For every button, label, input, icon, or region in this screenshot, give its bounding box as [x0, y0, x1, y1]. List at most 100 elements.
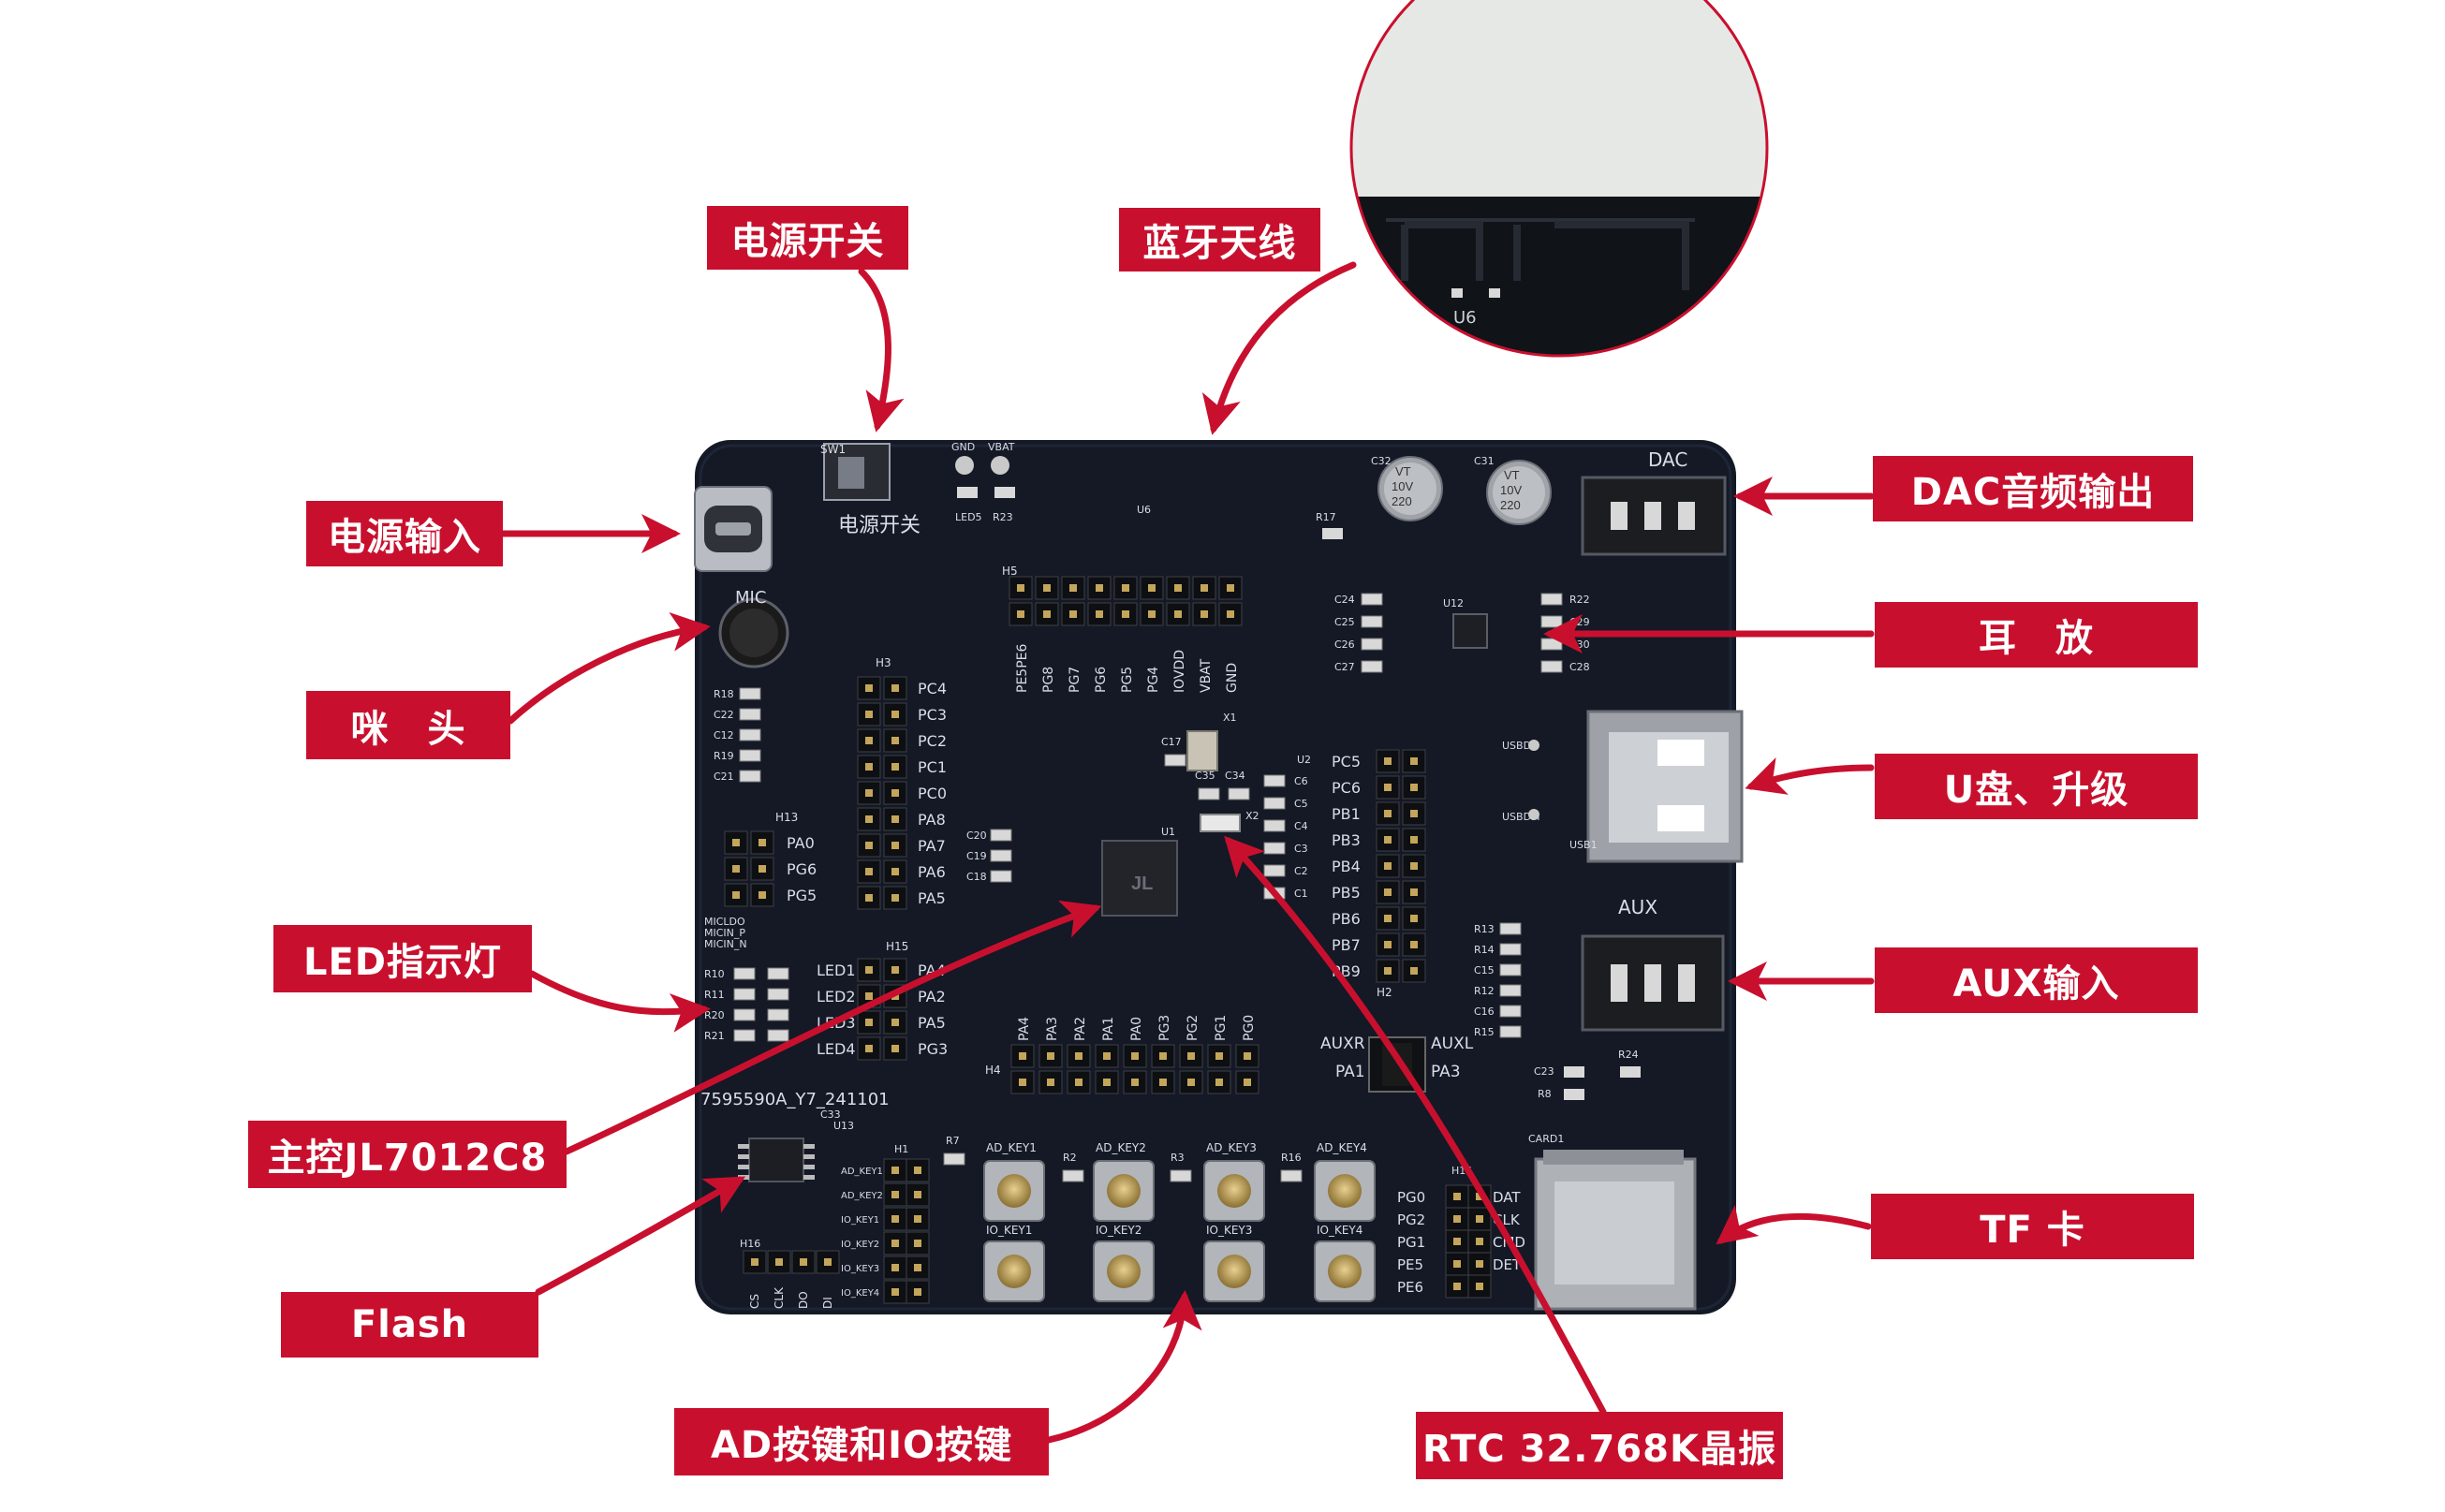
h4-pin-b-tip — [1047, 1079, 1054, 1086]
h15-pin-a-tip — [865, 1045, 873, 1052]
gnd-pad — [955, 456, 974, 475]
h15-pin-a-tip — [865, 1019, 873, 1026]
h2-pin-b-tip — [1410, 862, 1418, 870]
board-version: 7595590A_Y7_241101 — [700, 1090, 890, 1109]
sw-ref: SW1 — [820, 443, 846, 456]
tf-card-slot[interactable] — [1534, 1150, 1697, 1311]
led-res-r10: R10 — [704, 968, 725, 980]
left-comp-c12: C12 — [714, 729, 734, 741]
h4-pin-a — [1207, 1044, 1231, 1068]
h14-right-det: DET — [1493, 1256, 1522, 1273]
h13-pin-a-tip — [732, 891, 740, 899]
h5-pin-a-tip — [1096, 584, 1103, 592]
xcap-c34: C34 — [1225, 770, 1245, 782]
h14-label-pe6: PE6 — [1397, 1279, 1423, 1296]
h1-pin-a-tip — [891, 1167, 899, 1174]
led-smd — [767, 967, 789, 980]
header-h1: AD_KEY1AD_KEY2IO_KEY1IO_KEY2IO_KEY3IO_KE… — [841, 1158, 930, 1304]
ad-key-label-1: AD_KEY1 — [986, 1141, 1037, 1154]
h5-pin-a-tip — [1174, 584, 1182, 592]
rtc-cap-smd — [1263, 797, 1286, 810]
io-key-button-1[interactable] — [983, 1240, 1045, 1302]
h3-pin-a — [857, 781, 881, 805]
h14-label-pg0: PG0 — [1397, 1189, 1425, 1206]
io-key-button-3[interactable] — [1203, 1240, 1265, 1302]
h16-label-cs: CS — [748, 1294, 761, 1309]
u13-label: U13 — [833, 1120, 854, 1132]
usb-c-connector[interactable] — [694, 486, 773, 572]
h4-label-pg1: PG1 — [1214, 1015, 1229, 1041]
amp-cap-c26: C26 — [1334, 639, 1355, 651]
pa1-label: PA1 — [1335, 1063, 1365, 1081]
io-key-button-4[interactable] — [1314, 1240, 1376, 1302]
usb-a-port[interactable] — [1586, 710, 1744, 863]
h1-label-ad_key2: AD_KEY2 — [841, 1191, 883, 1201]
io-key-label-2: IO_KEY2 — [1096, 1224, 1141, 1237]
h3-label-pc4: PC4 — [918, 680, 947, 697]
c31-v2: 10V — [1500, 483, 1522, 497]
usb1-label: USB1 — [1569, 839, 1598, 851]
h2-pin-a-tip — [1384, 836, 1392, 844]
ad-key-label-3: AD_KEY3 — [1206, 1141, 1257, 1154]
h16-pin-tip — [751, 1258, 759, 1266]
h14-label-pg2: PG2 — [1397, 1211, 1425, 1228]
h1-pin-b-tip — [914, 1264, 921, 1271]
ad-key-button-1[interactable] — [983, 1160, 1045, 1222]
h3-label-pa8: PA8 — [918, 811, 946, 829]
arrow-power-switch — [858, 268, 905, 433]
h4-pin-a-tip — [1159, 1052, 1167, 1060]
amp-cap-c27: C27 — [1334, 661, 1355, 673]
h5-label-pg6: PG6 — [1094, 667, 1109, 693]
amp-cap-smd — [1361, 638, 1383, 651]
aux-comp-c16: C16 — [1474, 1006, 1495, 1018]
flash-pin — [803, 1165, 815, 1169]
h4-pin-b — [1123, 1070, 1147, 1094]
aux-jack[interactable] — [1581, 934, 1725, 1032]
h3-pin-b-tip — [891, 842, 899, 849]
h4-pin-b-tip — [1244, 1079, 1251, 1086]
io-key-button-2[interactable] — [1093, 1240, 1155, 1302]
u1-label: U1 — [1161, 826, 1175, 838]
callout-rtc: RTC 32.768K晶振 — [1416, 1412, 1783, 1479]
h15-pin-b-tip — [891, 1045, 899, 1052]
ad-key-button-2[interactable] — [1093, 1160, 1155, 1222]
ad-key-button-3[interactable] — [1203, 1160, 1265, 1222]
h2-pin-a-tip — [1384, 888, 1392, 896]
h2-pin-b-tip — [1410, 757, 1418, 765]
h2-pin-b-tip — [1410, 784, 1418, 791]
power-switch[interactable] — [823, 443, 891, 501]
h2-label-pb5: PB5 — [1332, 884, 1361, 902]
cap-c31: VT 10V 220 — [1486, 460, 1552, 525]
h5-pin-a — [1035, 576, 1059, 600]
h2-label-pb6: PB6 — [1332, 910, 1361, 928]
mcu-cap-c18: C18 — [966, 871, 987, 883]
rtc-cap-smd — [1263, 819, 1286, 832]
arrow-mcu — [563, 900, 1102, 1155]
callout-power-switch: 电源开关 — [707, 206, 908, 270]
h16-pin-tip — [824, 1258, 832, 1266]
h15-right-pa5: PA5 — [918, 1014, 946, 1032]
antenna-zoom-inset — [1349, 0, 1769, 358]
mcu-cap-smd — [990, 849, 1012, 862]
callout-mcu: 主控JL7012C8 — [248, 1121, 567, 1188]
rtc-cap-smd — [1263, 842, 1286, 855]
rtc-cap-smd — [1263, 774, 1286, 787]
h16-pin — [743, 1250, 767, 1274]
h5-pin-a-tip — [1227, 584, 1234, 592]
r17-label: R17 — [1316, 511, 1336, 523]
xcap-c35-smd — [1198, 787, 1220, 800]
x2-label: X2 — [1245, 810, 1259, 822]
crystal-x1 — [1186, 730, 1218, 771]
h4-pin-b — [1207, 1070, 1231, 1094]
h13-pin-b — [750, 857, 774, 881]
h3-pin-b — [883, 728, 907, 753]
h2-label-pb4: PB4 — [1332, 858, 1361, 875]
arrow-mic — [507, 612, 711, 725]
h13-label-pa0: PA0 — [787, 834, 815, 852]
callout-tf: TF 卡 — [1871, 1194, 2194, 1259]
ad-key-button-4[interactable] — [1314, 1160, 1376, 1222]
vbat-pad — [991, 456, 1009, 475]
dac-jack[interactable] — [1581, 476, 1727, 556]
h15-pin-b-tip — [891, 966, 899, 974]
